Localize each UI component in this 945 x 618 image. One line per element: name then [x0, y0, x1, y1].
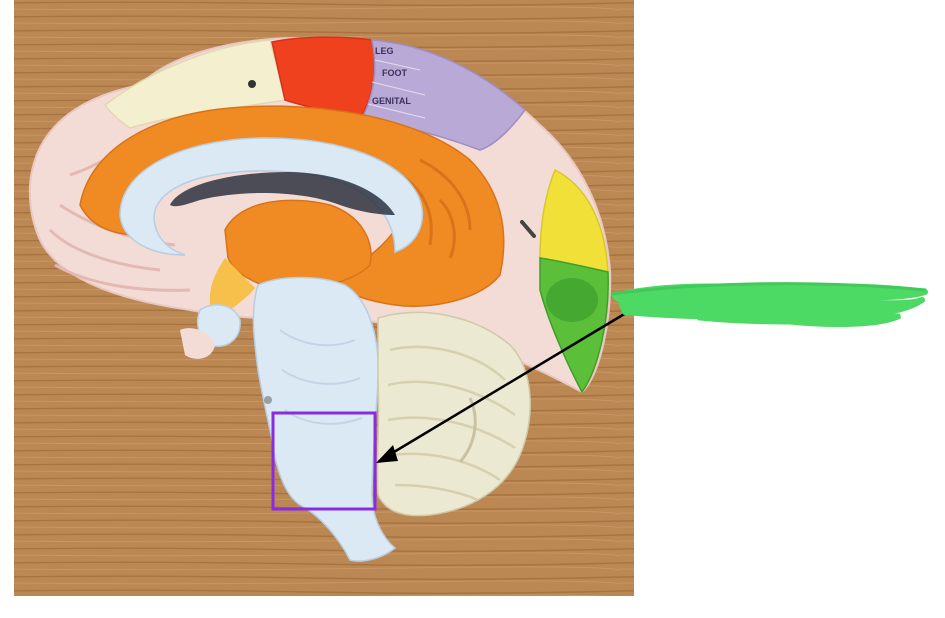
- thalamus-region: [224, 199, 372, 291]
- highlight-box: [271, 411, 377, 511]
- brain-model: LEG FOOT GENITAL: [28, 36, 612, 562]
- cerebellum: [376, 311, 531, 517]
- purple-sensory-region: [360, 39, 527, 151]
- ventricle-shadow: [170, 172, 395, 215]
- pointer-arrow: [376, 305, 637, 463]
- green-redaction-scribble: [611, 282, 928, 327]
- engraved-label-leg: LEG: [375, 46, 394, 56]
- brainstem: [252, 276, 397, 562]
- cream-region: [103, 39, 286, 129]
- engraved-label-genital: GENITAL: [372, 96, 411, 106]
- engraved-label-foot: FOOT: [382, 68, 407, 78]
